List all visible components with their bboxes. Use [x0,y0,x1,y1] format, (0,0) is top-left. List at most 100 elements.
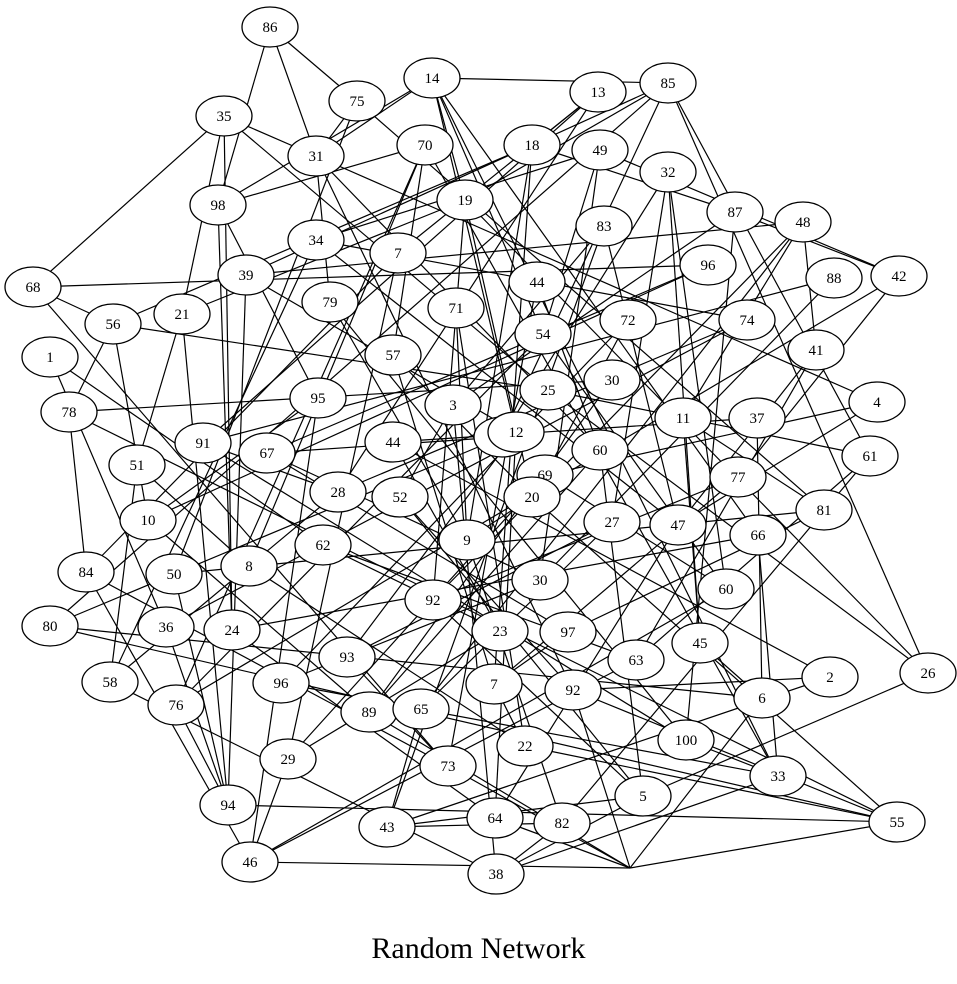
node-ellipse [371,476,429,518]
node-ellipse [364,421,422,463]
node-29: 29 [259,738,317,780]
node-label: 33 [771,769,786,785]
node-30: 30 [511,559,569,601]
node-35: 35 [195,95,253,137]
node-label: 61 [863,449,878,465]
node-label: 85 [661,76,676,92]
edge [227,274,247,806]
edge [356,100,825,511]
node-74: 74 [718,299,776,341]
node-71: 71 [427,287,485,329]
edge [346,431,517,658]
node-73: 73 [419,745,477,787]
node-label: 97 [561,625,577,641]
node-label: 42 [892,269,907,285]
node-label: 86 [263,20,279,36]
node-label: 84 [79,565,95,581]
node-ellipse [607,639,665,681]
node-label: 30 [605,373,620,389]
node-ellipse [318,636,376,678]
edge [392,354,533,498]
node-ellipse [364,334,422,376]
node-67: 67 [238,432,296,474]
edge [181,313,229,806]
node-ellipse [471,610,529,652]
node-ellipse [287,135,345,177]
node-92: 92 [544,669,602,711]
node-label: 7 [490,677,498,693]
edge [109,491,339,683]
node-label: 14 [425,71,441,87]
node-label: 55 [890,815,905,831]
node-label: 57 [386,348,402,364]
node-label: 95 [311,391,326,407]
node-label: 46 [243,855,259,871]
node-ellipse [868,801,926,843]
node-ellipse [252,662,310,704]
node-ellipse [403,57,461,99]
node-72: 72 [599,299,657,341]
node-ellipse [241,6,299,48]
node-87: 87 [706,191,764,233]
node-label: 2 [826,670,834,686]
node-82: 82 [533,802,591,844]
node-37: 37 [728,397,786,439]
node-label: 98 [211,198,226,214]
node-label: 37 [750,411,766,427]
node-95: 95 [289,377,347,419]
node-ellipse [899,652,957,694]
node-ellipse [503,476,561,518]
node-ellipse [733,677,791,719]
edge [397,91,599,254]
node-64: 64 [466,797,524,839]
node-label: 74 [740,313,756,329]
node-label: 47 [671,518,687,534]
node-label: 96 [701,258,717,274]
edge [629,821,898,869]
node-60: 60 [697,568,755,610]
node-54: 54 [514,313,572,355]
node-ellipse [575,205,633,247]
node-ellipse [654,397,712,439]
node-label: 34 [309,233,325,249]
node-83: 83 [575,205,633,247]
node-label: 66 [751,528,767,544]
node-ellipse [84,303,142,345]
node-ellipse [396,124,454,166]
node-92: 92 [404,579,462,621]
node-ellipse [487,411,545,453]
node-label: 92 [566,683,581,699]
edge [531,144,736,213]
node-100: 100 [657,719,715,761]
node-ellipse [221,841,279,883]
node-13: 13 [569,71,627,113]
node-label: 63 [629,653,644,669]
edge [269,26,317,157]
node-ellipse [544,669,602,711]
node-label: 20 [525,490,540,506]
node-44: 44 [364,421,422,463]
edge [667,82,929,674]
node-ellipse [583,501,641,543]
edge [249,861,631,869]
chart-title: Random Network [371,932,586,965]
node-50: 50 [145,553,203,595]
node-22: 22 [496,725,554,767]
node-ellipse [511,559,569,601]
edge [287,630,501,760]
node-78: 78 [40,391,98,433]
node-label: 32 [661,165,676,181]
edge [629,697,763,869]
edge [572,689,898,823]
node-52: 52 [371,476,429,518]
edge [635,349,817,661]
node-9: 9 [438,519,496,561]
node-label: 36 [159,620,175,636]
node-label: 89 [362,705,377,721]
edge [495,775,779,875]
node-label: 79 [323,295,338,311]
node-12: 12 [487,411,545,453]
edge [346,521,613,658]
node-label: 13 [591,85,606,101]
